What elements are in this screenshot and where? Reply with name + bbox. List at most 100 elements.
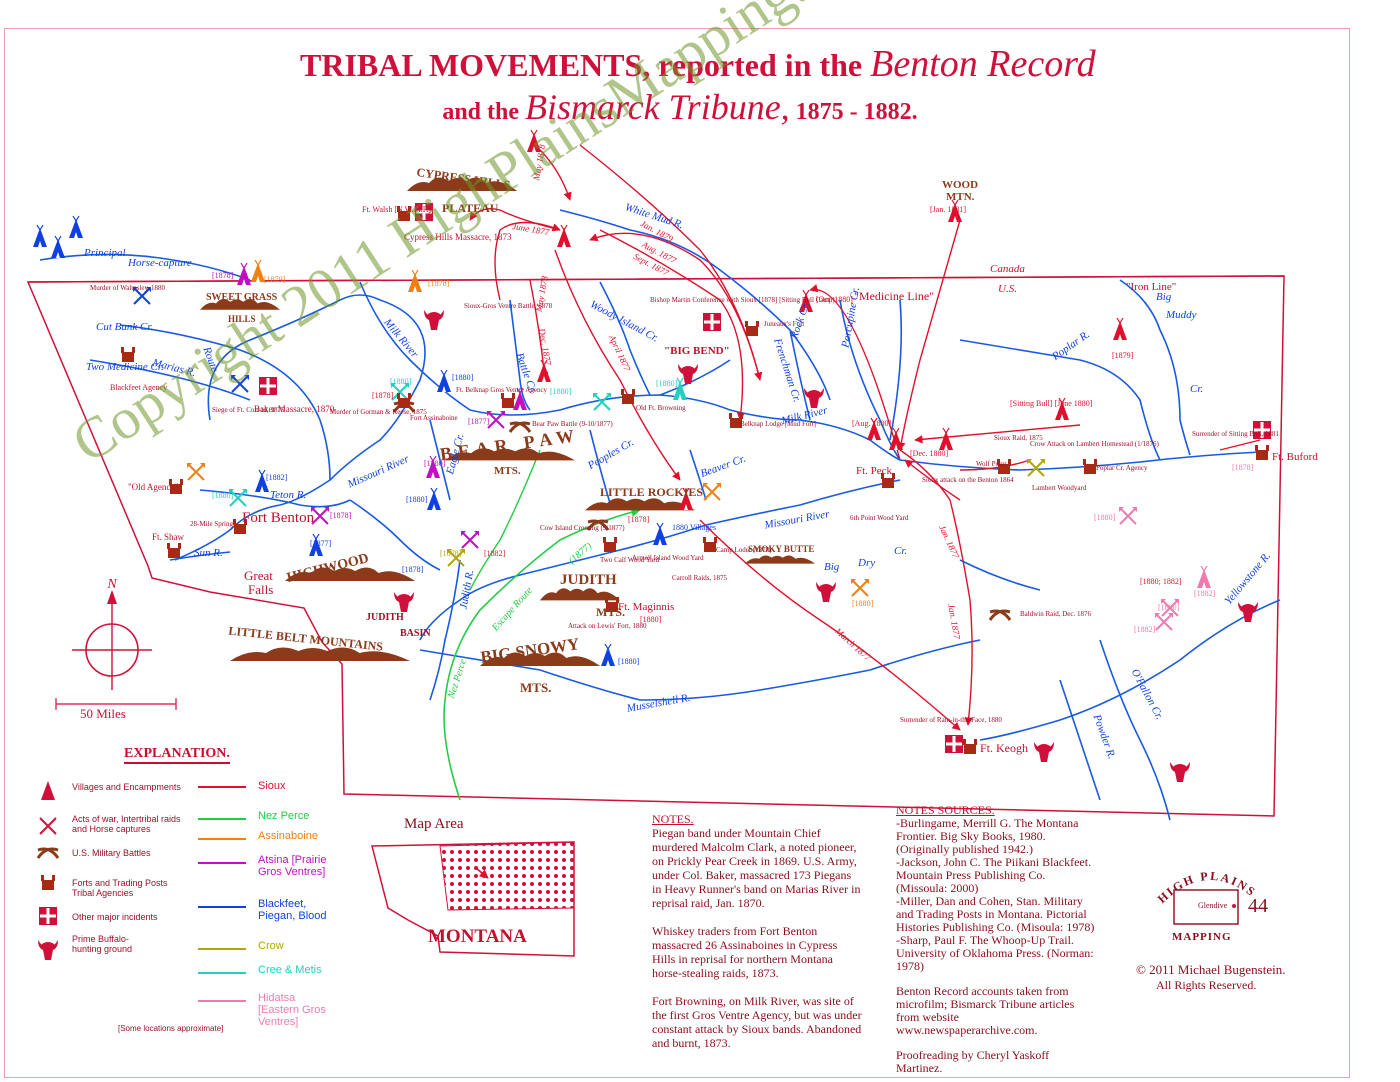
date-label: [1880]: [1094, 513, 1116, 522]
date-label: [1879]: [264, 275, 286, 284]
sioux-routes: [469, 144, 1261, 731]
date-label: [Jan. 1881]: [930, 205, 966, 214]
event-label: Old Ft. Browning: [636, 404, 686, 412]
date-label: [Oct. 1880]: [816, 295, 853, 304]
tipi-icon: [600, 643, 616, 667]
ft-peck-label: Ft. Peck: [856, 465, 893, 477]
escape-route-year: (1877): [567, 540, 595, 566]
cross-icon: [701, 311, 723, 333]
medicine-line-label: "Medicine Line": [854, 289, 934, 303]
legend-line-crow: [198, 948, 246, 950]
date-label: [1877]: [468, 417, 490, 426]
judith-mts-label: MTS.: [596, 605, 625, 619]
legend-line-atsina: [198, 862, 246, 864]
date-label: [1880]: [452, 373, 474, 382]
tipi-icon: [236, 262, 252, 286]
little-rockies-label: LITTLE ROCKIES: [600, 485, 703, 499]
plateau-label: PLATEAU: [442, 201, 499, 215]
event-label: Murder of Walmsley, 1880: [90, 284, 166, 292]
legend-line-nez-perce: [198, 818, 246, 820]
hills-label: HILLS: [228, 314, 256, 324]
event-label: Poplar Cr. Agency: [1096, 464, 1148, 472]
fort-icon: [745, 321, 759, 336]
crossed-sabres-icon: [988, 609, 1012, 622]
tipi-icon: [50, 235, 66, 259]
teton-label: Teton R.: [270, 489, 306, 501]
legend-tribe-label: Blackfeet, Piegan, Blood: [258, 898, 327, 922]
smoky-butte-label: SMOKY BUTTE: [748, 544, 814, 554]
tipi-icon: [407, 269, 423, 293]
legend-tribe-label: Crow: [258, 940, 284, 952]
event-label: Bear Paw Battle (9-10/1877): [532, 420, 613, 428]
fort-icon: [603, 537, 617, 552]
compass-icon: [72, 590, 152, 690]
date-label: 1880 Villages: [672, 523, 716, 532]
powder-label: Powder R.: [1090, 712, 1118, 761]
event-label: Baldwin Raid, Dec. 1876: [1020, 610, 1091, 618]
woody-island-label: Woody Island Cr.: [588, 298, 660, 344]
big-dry-label-2: Dry: [857, 557, 875, 569]
fort-icon: [703, 537, 717, 552]
copyright-text: © 2011 Michael Bugenstein.: [1136, 962, 1286, 977]
event-label: Two Calf Wood Yard: [600, 556, 660, 564]
crossed-arrows-icon: [186, 462, 206, 481]
judith-label: JUDITH: [560, 572, 617, 588]
legend-title: EXPLANATION.: [124, 746, 230, 764]
date-label: [1880]: [390, 377, 412, 386]
svg-text:MAPPING: MAPPING: [1172, 931, 1232, 943]
date-label: [1877]: [310, 539, 332, 548]
legend-line-hidatsa: [198, 1000, 246, 1002]
inset-state-label: MONTANA: [428, 926, 527, 947]
tipi-icon: [426, 487, 442, 511]
big-muddy-label-2: Muddy: [1165, 309, 1197, 321]
cut-bank-label: Cut Bank Cr.: [96, 321, 153, 333]
event-label: Attack on Lewis' Fort, 1880: [568, 622, 647, 630]
date-label: [1879]: [1112, 351, 1134, 360]
canada-label: Canada: [990, 263, 1025, 275]
fort-icon: [1083, 459, 1097, 474]
crossed-arrows-icon: [850, 578, 870, 597]
fort-icon: [121, 347, 135, 362]
fort-icon: [41, 875, 55, 890]
crossed-sabres-icon: [508, 421, 532, 434]
legend-line-sioux: [198, 786, 246, 788]
big-snowy-mts-label: MTS.: [520, 680, 551, 695]
crossed-arrows-icon: [702, 482, 722, 501]
us-label: U.S.: [998, 283, 1017, 295]
date-label: [1878]: [372, 391, 394, 400]
route-label-june-1877: June 1877: [512, 221, 551, 237]
date-label: [1880]: [424, 459, 446, 468]
notes-paragraph: Piegan band under Mountain Chief murdere…: [652, 826, 861, 910]
fort-icon: [1255, 445, 1269, 460]
sources-item: -Miller, Dan and Cohen, Stan. Military a…: [896, 894, 1095, 934]
date-label: [1882]: [1134, 625, 1156, 634]
compass-north-label: N: [106, 577, 117, 592]
ft-walsh-label: Ft. Walsh [N.W.M.P.]: [362, 205, 431, 214]
battle-markers: [392, 401, 1012, 622]
event-label: Camp Loder (1878): [716, 546, 772, 554]
event-label: Siege of Ft. Conrad, 1875: [212, 406, 285, 414]
date-label: [Dec. 1880]: [910, 449, 949, 458]
crossed-arrows-icon: [1026, 458, 1046, 477]
event-label: Fort Assinaboine: [410, 414, 458, 422]
legend-line-assinaboine: [198, 838, 246, 840]
old-agency-label: "Old Agency": [128, 482, 179, 492]
date-label: [1880]: [852, 599, 874, 608]
tipi-icon: [68, 215, 84, 239]
sun-label: Sun R.: [194, 547, 223, 559]
legend-symbol-label: U.S. Military Battles: [72, 848, 151, 858]
baker-massacre-label: Baker Massacre, 1870: [254, 404, 335, 414]
tipi-icon: [250, 259, 266, 283]
ofallon-label: O'Fallon Cr.: [1129, 667, 1166, 722]
date-label: [1880; 1882]: [1140, 577, 1182, 586]
legend-tribe-label: Atsina [Prairie Gros Ventres]: [258, 854, 327, 878]
wood-mtn-label-1: WOOD: [942, 179, 978, 191]
horse-capture-label: Horse-capture: [127, 257, 192, 269]
iron-line-label: "Iron Line": [1126, 281, 1176, 293]
scale-label: 50 Miles: [80, 706, 126, 721]
judith-basin-label-1: JUDITH: [366, 612, 404, 623]
event-label: Sioux-Gros Ventre Battle, 1878: [464, 302, 553, 310]
event-label: Wolf Point: [976, 460, 1006, 468]
fort-icon: [621, 389, 635, 404]
sources-item: -Burlingame, Merrill G. The Montana Fron…: [896, 816, 1079, 856]
